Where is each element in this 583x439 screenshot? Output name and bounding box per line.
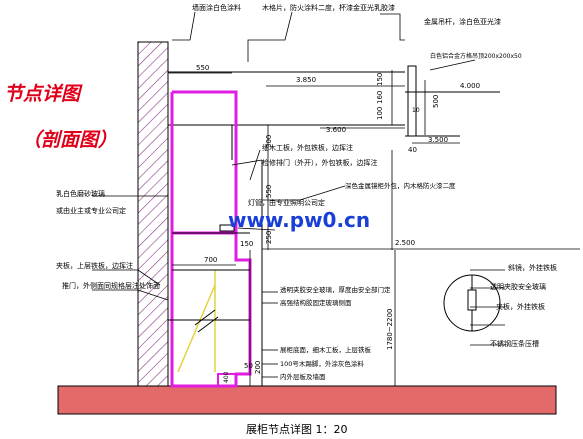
detail-block bbox=[467, 289, 477, 311]
sub-title: （剖面图） bbox=[22, 129, 117, 151]
dim-50: 50 bbox=[244, 362, 253, 370]
dim-200: 200 bbox=[254, 361, 262, 374]
label-glass-a: 透明夹胶安全玻璃，厚度由安全部门定 bbox=[280, 285, 391, 294]
dim-40: 40 bbox=[408, 146, 417, 154]
cabinet-lower bbox=[170, 233, 252, 388]
main-title: 节点详图 bbox=[4, 83, 83, 105]
label-base-a: 展柜底面，细木工板，上层铁板 bbox=[280, 345, 372, 354]
dim-160: 160 bbox=[376, 91, 384, 104]
dim-250: 250 bbox=[265, 231, 273, 244]
dim-550b: 550 bbox=[265, 185, 273, 198]
label-right-board: 白色铝合金方格吊顶200x200x50 bbox=[430, 52, 522, 60]
cabinet-base bbox=[217, 373, 237, 387]
floor-slab bbox=[57, 385, 557, 415]
dim-3850: 3.850 bbox=[296, 76, 316, 84]
dim-500: 500 bbox=[432, 95, 440, 108]
label-detail-a: 斜镜，外挂铁板 bbox=[508, 263, 557, 272]
dim-3500: 3.500 bbox=[428, 136, 448, 144]
label-top-wall: 墙面涂白色涂料 bbox=[192, 3, 241, 12]
label-detail-c: 夹板，外挂铁板 bbox=[496, 302, 545, 311]
label-base-b: 100号木踢脚，外涂灰色涂料 bbox=[280, 359, 364, 368]
label-left-vendor: 或由业主或专业公司定 bbox=[56, 206, 126, 215]
dim-150: 150 bbox=[240, 240, 253, 248]
ceiling-hanger bbox=[407, 65, 417, 137]
label-mid-lid: 检修排门（外开），外包铁板，边挥注 bbox=[262, 158, 378, 167]
label-detail-d: 不锈钢压条压槽 bbox=[490, 339, 539, 348]
dim-300: 300 bbox=[265, 135, 273, 148]
dim-700: 700 bbox=[204, 256, 217, 264]
dim-3600: 3.600 bbox=[326, 126, 346, 134]
lamp-tube bbox=[219, 224, 235, 232]
wall-section bbox=[137, 41, 169, 387]
label-top-wood: 木格片，防火涂料二度，杯漆金亚光乳胶漆 bbox=[262, 3, 395, 12]
label-base-c: 内外层板及墙面 bbox=[280, 372, 326, 381]
watermark: www.pw0.cn bbox=[228, 208, 370, 232]
leader-lines bbox=[92, 11, 505, 378]
dim-100: 100 bbox=[376, 107, 384, 120]
glass-pane-diag bbox=[177, 284, 216, 373]
dimension-lines bbox=[168, 70, 580, 386]
cabinet-outline bbox=[170, 90, 238, 235]
label-bottom-door: 推门，外侧面同规格层注处饰面 bbox=[62, 281, 160, 290]
dim-10: 10 bbox=[412, 107, 420, 114]
dim-2500: 2.500 bbox=[395, 239, 415, 247]
break-line bbox=[194, 309, 216, 326]
label-bottom-wood: 夹板，上层铁板，边挥注 bbox=[56, 261, 133, 270]
label-top-metal: 金属吊杆，涂白色亚光漆 bbox=[424, 17, 501, 26]
dim-550: 550 bbox=[196, 64, 209, 72]
label-mid-wood: 细木工板，外包铁板，边挥注 bbox=[262, 143, 353, 152]
label-lamp: 灯管，由专业照明公司定 bbox=[248, 198, 325, 207]
caption: 展柜节点详图 1：20 bbox=[246, 422, 348, 436]
dim-150-top: 150 bbox=[376, 73, 384, 86]
label-glass-b: 高强结构胶固定玻璃侧面 bbox=[280, 298, 352, 307]
dim-1780: 1780~2200 bbox=[386, 309, 394, 351]
label-mid-light: 深色金属镜柜外包，内木格防火漆二度 bbox=[345, 181, 456, 190]
label-detail-b: 透明夹胶安全玻璃 bbox=[490, 282, 546, 291]
label-left-glass: 乳白色磨砂玻璃 bbox=[56, 189, 105, 198]
dim-400: 400 bbox=[223, 371, 230, 383]
dim-4000: 4.000 bbox=[460, 82, 480, 90]
